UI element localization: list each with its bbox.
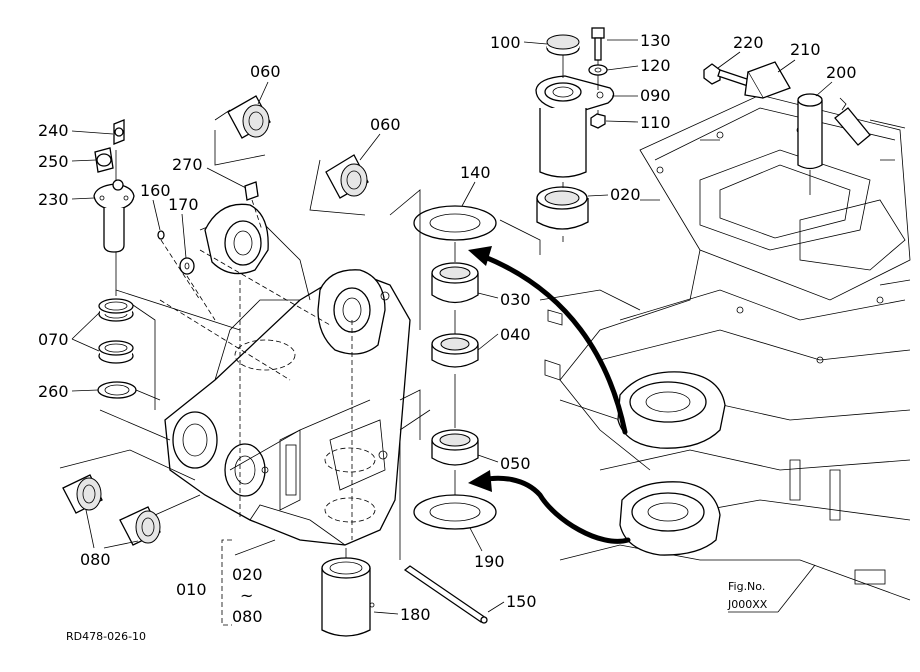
figure-caption: Fig.No.	[728, 580, 765, 593]
rod-150	[403, 565, 488, 624]
pin-180	[321, 557, 375, 637]
label-200: 200	[826, 63, 857, 82]
label-range-tilde: ~	[240, 586, 253, 605]
swing-bracket	[159, 203, 411, 546]
drawing-code: RD478-026-10	[66, 630, 146, 643]
label-140: 140	[460, 163, 491, 182]
figure-reference: Fig.No. J000XX	[727, 564, 816, 613]
label-130: 130	[640, 31, 671, 50]
seal-070-upper	[98, 298, 134, 322]
bushing-060-right	[325, 154, 369, 199]
label-260: 260	[38, 382, 69, 401]
bearing-030	[431, 262, 479, 304]
label-210: 210	[790, 40, 821, 59]
label-180: 180	[400, 605, 431, 624]
label-070: 070	[38, 330, 69, 349]
shim-260	[97, 381, 137, 399]
label-250: 250	[38, 152, 69, 171]
label-170: 170	[168, 195, 199, 214]
label-150: 150	[506, 592, 537, 611]
bearing-050	[431, 429, 479, 466]
assembly-arrow-upper	[468, 246, 628, 435]
label-090: 090	[640, 86, 671, 105]
part-labels: 100 130 120 090 110 020 140 030 040 050 …	[38, 31, 857, 626]
bolt-220	[703, 63, 751, 87]
shim-190	[413, 494, 497, 530]
bushing-060-left	[227, 95, 271, 139]
chassis-lower-boss	[619, 481, 721, 556]
pin-upper	[539, 108, 587, 178]
chassis-upper-boss	[617, 371, 726, 449]
figure-number: J000XX	[727, 598, 768, 611]
seal-070-lower	[98, 340, 134, 364]
label-020: 020	[610, 185, 641, 204]
washer-120	[588, 64, 608, 76]
label-040: 040	[500, 325, 531, 344]
bracket-210	[744, 61, 791, 99]
plate-090	[535, 75, 615, 111]
label-120: 120	[640, 56, 671, 75]
label-110: 110	[640, 113, 671, 132]
bolt-270	[244, 181, 259, 201]
pin-200	[797, 93, 823, 170]
label-060-left: 060	[250, 62, 281, 81]
bearing-020	[536, 186, 589, 230]
label-190: 190	[474, 552, 505, 571]
label-080-range-end: 080	[232, 607, 263, 626]
bushing-080-a	[62, 474, 103, 514]
label-050: 050	[500, 454, 531, 473]
label-220: 220	[733, 33, 764, 52]
label-080: 080	[80, 550, 111, 569]
shim-140	[413, 205, 497, 241]
washer-160	[157, 230, 165, 240]
label-100: 100	[490, 33, 521, 52]
label-060-right: 060	[370, 115, 401, 134]
washer-170	[179, 257, 195, 275]
cap-100	[546, 34, 580, 56]
assembly-arrow-lower	[468, 470, 631, 544]
bushing-040	[431, 333, 479, 368]
label-160: 160	[140, 181, 171, 200]
label-010: 010	[176, 580, 207, 599]
nut-110	[590, 113, 606, 129]
label-230: 230	[38, 190, 69, 209]
group-bracket	[221, 539, 232, 626]
label-240: 240	[38, 121, 69, 140]
label-030: 030	[500, 290, 531, 309]
label-020-range-start: 020	[232, 565, 263, 584]
latch-clip	[834, 97, 871, 146]
bolt-130	[591, 27, 605, 61]
label-270: 270	[172, 155, 203, 174]
bushing-080-b	[119, 506, 161, 546]
